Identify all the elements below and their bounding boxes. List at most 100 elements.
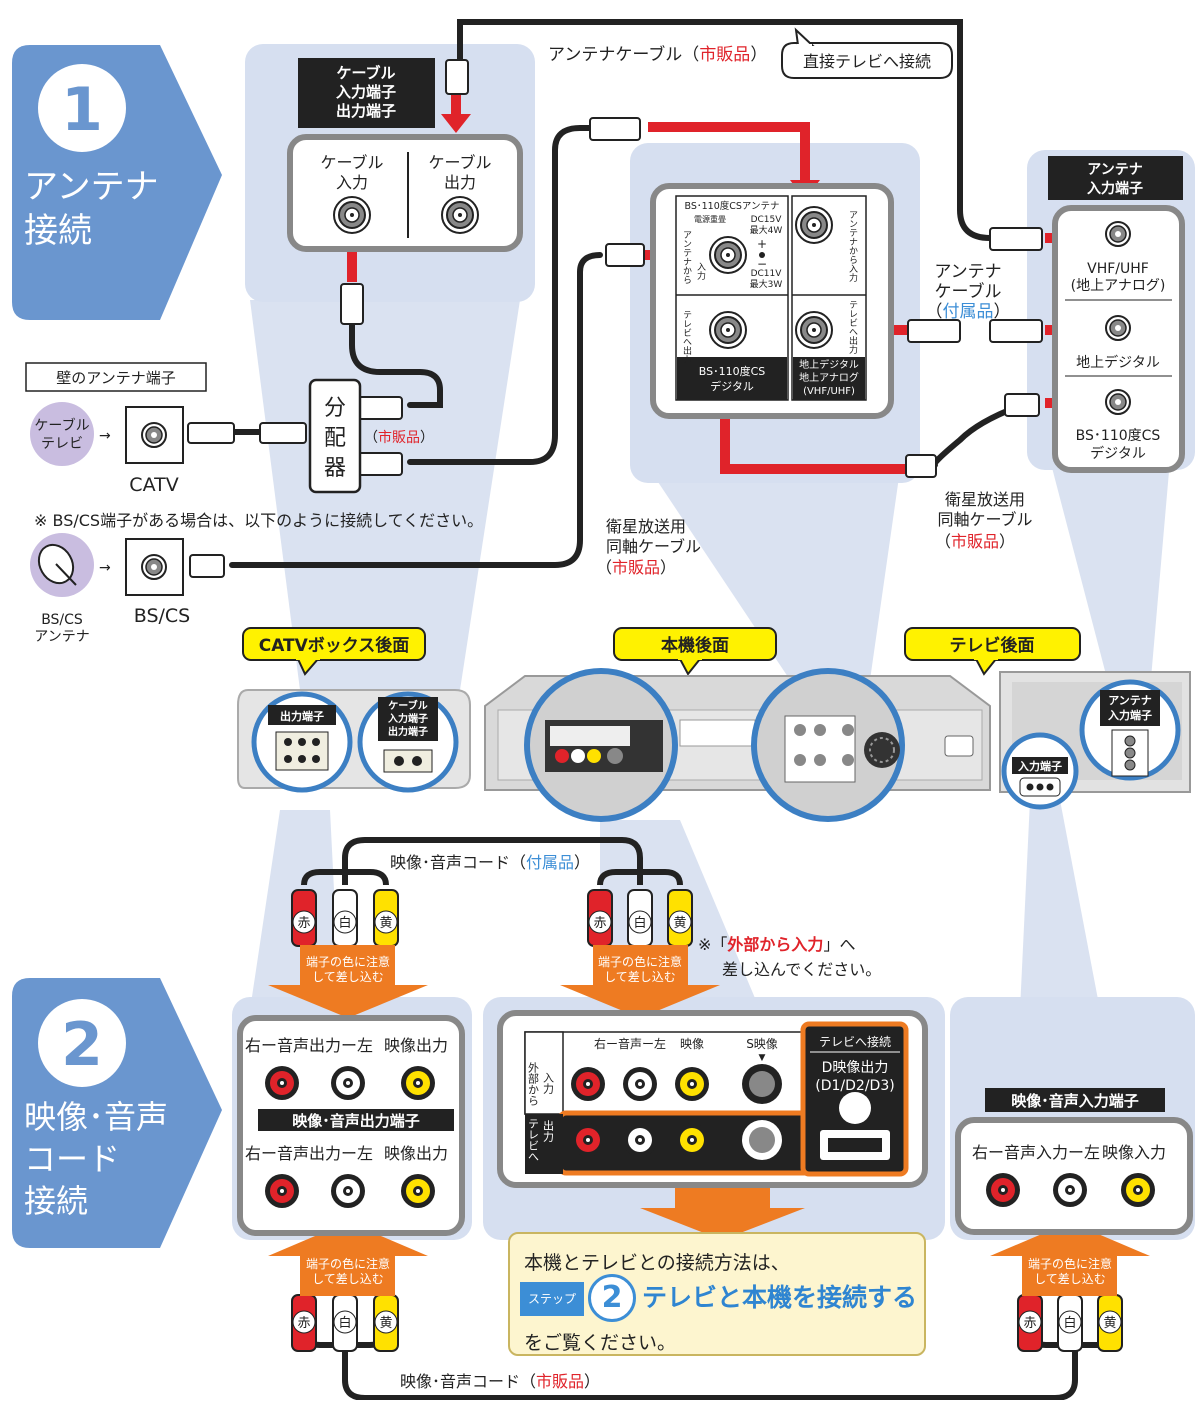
svg-text:外部から: 外部から xyxy=(527,1062,540,1106)
section2-title-1: 映像･音声 xyxy=(24,1098,168,1136)
splitter-note: （市販品） xyxy=(364,429,434,446)
svg-text:黄: 黄 xyxy=(673,916,686,931)
section1-number: 1 xyxy=(61,75,103,145)
svg-text:白: 白 xyxy=(1063,1315,1076,1331)
svg-text:出力端子: 出力端子 xyxy=(336,102,396,120)
cable-in-label-1: ケーブル xyxy=(320,153,383,172)
svg-text:右ー音声出力ー左: 右ー音声出力ー左 xyxy=(245,1144,373,1163)
svg-text:デジタル: デジタル xyxy=(710,379,754,393)
svg-text:アンテナ: アンテナ xyxy=(1108,694,1152,707)
step-tag: ステップ xyxy=(520,1282,584,1316)
section2-badge: 2 映像･音声 コード 接続 xyxy=(12,978,222,1248)
step-title-link[interactable]: テレビと本機を接続する xyxy=(642,1283,918,1312)
antenna-cable-mid-label: アンテナ ケーブル （付属品） xyxy=(926,262,1011,322)
svg-text:分: 分 xyxy=(324,396,346,421)
left-av-panel: 右ー音声出力ー左 映像出力 映像･音声出力端子 右ー音声出力ー左 映像出力 xyxy=(237,1015,465,1236)
bs-antenna-label-1: BS/CS xyxy=(41,612,83,628)
tv-rear: 入力端子 アンテナ 入力端子 xyxy=(999,671,1191,810)
tv-antenna-title: アンテナ 入力端子 xyxy=(1048,156,1183,200)
bs-note: ※ BS/CS端子がある場合は、以下のように接続してください。 xyxy=(34,511,483,530)
svg-text:（付属品）: （付属品） xyxy=(926,302,1011,322)
unit-av-panel: 右ー音声ー左 映像 S映像 ▼ 外部から 入力 テレビへ 出力 テレビへ接続 D… xyxy=(497,1010,928,1188)
svg-text:S映像: S映像 xyxy=(746,1037,778,1051)
svg-text:本機後面: 本機後面 xyxy=(661,635,729,656)
svg-text:端子の色に注意: 端子の色に注意 xyxy=(1028,1256,1112,1271)
svg-text:アンテナ: アンテナ xyxy=(934,262,1001,282)
section1-badge: 1 アンテナ 接続 xyxy=(12,45,222,320)
svg-text:BS･110度CS: BS･110度CS xyxy=(699,364,766,378)
svg-text:右ー音声出力ー左: 右ー音声出力ー左 xyxy=(245,1036,373,1055)
svg-text:テレビへ出力: テレビへ出力 xyxy=(847,300,858,355)
svg-text:して差し込む: して差し込む xyxy=(604,970,676,984)
sat-cable-left-label: 衛星放送用 同軸ケーブル （市販品） xyxy=(596,517,701,577)
bs-jack xyxy=(141,554,167,580)
svg-text:黄: 黄 xyxy=(1103,1316,1116,1331)
cable-in-jack xyxy=(333,196,371,234)
antenna-cables xyxy=(207,19,1028,568)
rca-plugs-unit-top: 赤 白 黄 xyxy=(587,889,693,947)
svg-text:最大4W: 最大4W xyxy=(750,224,783,236)
svg-text:(D1/D2/D3): (D1/D2/D3) xyxy=(815,1078,894,1094)
svg-text:衛星放送用: 衛星放送用 xyxy=(606,517,686,536)
svg-text:映像･音声出力端子: 映像･音声出力端子 xyxy=(292,1112,420,1130)
tv-rear-callout: テレビ後面 xyxy=(904,627,1081,676)
svg-text:BS･110度CSアンテナ: BS･110度CSアンテナ xyxy=(684,200,779,212)
svg-text:D映像出力: D映像出力 xyxy=(822,1060,889,1076)
tv-antenna-panel: VHF/UHF (地上アナログ) 地上デジタル BS･110度CS デジタル xyxy=(1052,205,1185,473)
svg-text:(VHF/UHF): (VHF/UHF) xyxy=(803,386,855,397)
svg-text:(地上アナログ): (地上アナログ) xyxy=(1071,278,1166,294)
orange-arrow-right-bottom: 端子の色に注意 して差し込む xyxy=(990,1222,1150,1296)
bs-in-jack xyxy=(709,236,747,274)
svg-text:端子の色に注意: 端子の色に注意 xyxy=(598,954,682,969)
svg-text:入力: 入力 xyxy=(542,1072,555,1094)
svg-text:右ー音声入力ー左: 右ー音声入力ー左 xyxy=(972,1143,1100,1162)
svg-text:アンテナから: アンテナから xyxy=(681,230,692,284)
svg-text:▼: ▼ xyxy=(759,1053,766,1063)
svg-text:ケーブル: ケーブル xyxy=(388,699,427,712)
rca-plugs-left-bottom: 赤 白 黄 xyxy=(291,1294,399,1352)
cable-box-terminal-label: ケーブル 入力端子 出力端子 xyxy=(298,58,435,128)
svg-text:アンテナから入力: アンテナから入力 xyxy=(847,210,858,283)
svg-text:地上デジタル: 地上デジタル xyxy=(1076,354,1160,371)
svg-text:ケーブル: ケーブル xyxy=(34,417,89,434)
svg-text:端子の色に注意: 端子の色に注意 xyxy=(306,1256,390,1271)
svg-text:（市販品）: （市販品） xyxy=(596,558,676,577)
svg-text:入力端子: 入力端子 xyxy=(388,712,428,725)
cable-out-jack xyxy=(441,196,479,234)
section1-title-2: 接続 xyxy=(24,211,92,251)
svg-text:出力: 出力 xyxy=(542,1119,555,1142)
cable-out-label-1: ケーブル xyxy=(428,153,491,172)
svg-text:BS･110度CS: BS･110度CS xyxy=(1076,428,1161,444)
svg-text:して差し込む: して差し込む xyxy=(312,1272,384,1286)
svg-text:入力端子: 入力端子 xyxy=(1087,180,1143,197)
av-cord-top-label: 映像･音声コード（付属品） xyxy=(390,853,590,872)
antenna-cable-top-label: アンテナケーブル（市販品） xyxy=(548,44,767,65)
cable-box-panel: ケーブル 入力 ケーブル 出力 xyxy=(287,134,523,252)
svg-text:して差し込む: して差し込む xyxy=(312,970,384,984)
svg-text:テレビ後面: テレビ後面 xyxy=(950,635,1035,656)
svg-text:出力端子: 出力端子 xyxy=(280,709,324,723)
svg-text:出力端子: 出力端子 xyxy=(388,725,428,738)
catv-jack xyxy=(141,422,167,448)
svg-text:映像出力: 映像出力 xyxy=(384,1144,448,1163)
svg-text:衛星放送用: 衛星放送用 xyxy=(945,490,1025,509)
svg-text:入力端子: 入力端子 xyxy=(1108,708,1152,722)
section2-number: 2 xyxy=(61,1010,103,1080)
section1-title-1: アンテナ xyxy=(24,167,159,207)
svg-text:白: 白 xyxy=(338,1315,351,1331)
rca-plugs-left-top: 赤 白 黄 xyxy=(291,889,399,947)
svg-text:−: − xyxy=(757,257,767,271)
svg-text:白: 白 xyxy=(633,915,646,931)
bs-cs-label: BS/CS xyxy=(134,605,191,627)
catv-box-rear: 出力端子 ケーブル 入力端子 出力端子 xyxy=(237,689,471,793)
svg-text:赤: 赤 xyxy=(297,1316,310,1331)
ext-note-2: 差し込んでください。 xyxy=(722,960,881,979)
instruction-box: 本機とテレビとの接続方法は、 ステップ 2 テレビと本機を接続する をご覧くださ… xyxy=(508,1232,926,1356)
svg-text:DC15V: DC15V xyxy=(751,215,783,225)
svg-text:入力端子: 入力端子 xyxy=(1018,759,1062,773)
svg-text:アンテナ: アンテナ xyxy=(1087,162,1142,178)
orange-arrow-left-top: 端子の色に注意 して差し込む xyxy=(268,945,428,1018)
recorder-rear xyxy=(484,668,991,822)
arrow-glyph: → xyxy=(99,428,111,444)
svg-text:+: + xyxy=(757,237,767,251)
